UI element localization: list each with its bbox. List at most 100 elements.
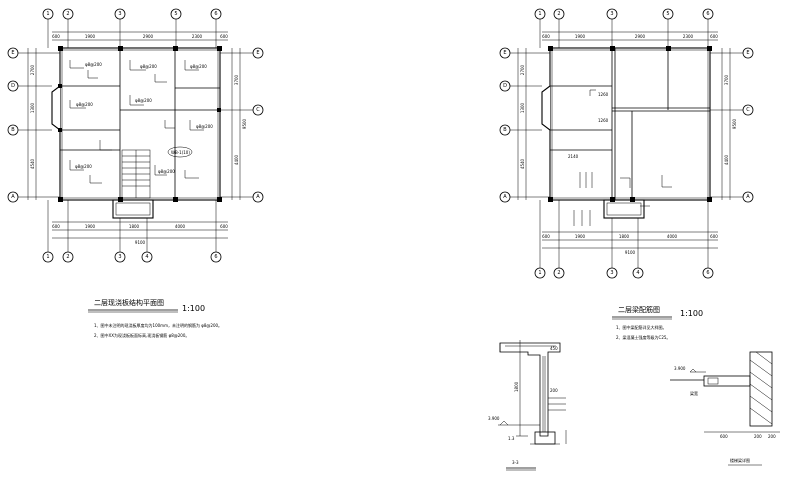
left-dim-top-4: 2300 [192, 34, 203, 39]
right-dim-left-1: 2700 [520, 64, 525, 75]
right-dim-left-3: 4540 [520, 158, 525, 169]
section-elev: 3.900 [488, 416, 500, 421]
right-axis-top-1: 1 [538, 11, 541, 17]
right-axis-bot-4: 4 [636, 270, 639, 276]
left-dim-left-1: 2700 [30, 64, 35, 75]
left-dim-top-2: 1900 [85, 34, 96, 39]
section-label: 3-3 [512, 460, 519, 465]
right-axis-right-3: A [746, 194, 750, 200]
right-label-2: 2140 [568, 154, 579, 159]
left-dim-left-3: 4540 [30, 158, 35, 169]
right-axis-bot-3: 3 [610, 270, 613, 276]
right-dim-bot-5: 600 [710, 234, 718, 239]
right-plan-note-2: 2、梁混凝土强度等级为C25。 [616, 334, 670, 340]
right-dim-top-2: 1900 [575, 34, 586, 39]
svg-text:φ8@200: φ8@200 [196, 124, 213, 129]
left-axis-top-4: 5 [174, 11, 177, 17]
left-dim-bot-5: 600 [220, 224, 228, 229]
right-dim-right-2: 9500 [732, 118, 737, 129]
section-mark-1: 1800 [514, 381, 519, 392]
svg-text:φ8@200: φ8@200 [85, 62, 102, 67]
left-dim-right-1: 3700 [234, 74, 239, 85]
section-mark-3: 200 [550, 388, 558, 393]
left-axis-right-3: A [256, 194, 260, 200]
left-axis-top-3: 3 [118, 11, 121, 17]
left-axis-top-5: 6 [214, 11, 217, 17]
right-axis-bot-2: 2 [557, 270, 560, 276]
right-dim-bot-3: 1800 [619, 234, 630, 239]
left-plan-note-2: 2、图中XX为现浇板板面标高,现浇板钢筋 φ8@200。 [94, 332, 189, 338]
right-dim-top-4: 2300 [683, 34, 694, 39]
right-floor-plan: 1260 2140 1260 600 1900 2900 2300 600 60… [499, 8, 754, 340]
right-bay-window [541, 85, 551, 131]
left-axis-top-1: 1 [46, 11, 49, 17]
left-axis-right-2: C [256, 107, 260, 113]
right-dim-left-2: 1300 [520, 102, 525, 113]
right-dim-bot-2: 1900 [575, 234, 586, 239]
left-plan-scale: 1:100 [182, 304, 205, 313]
left-axis-top-2: 2 [66, 11, 69, 17]
right-porch [603, 199, 645, 219]
stair-caption: 楼梯梁详图 [730, 457, 750, 463]
right-axis-left-3: B [503, 127, 507, 133]
left-axis-left-2: D [11, 83, 15, 89]
left-axis-bot-2: 2 [66, 254, 69, 260]
right-axis-top-5: 6 [706, 11, 709, 17]
left-dim-left-2: 1300 [30, 102, 35, 113]
right-axis-left-1: E [503, 50, 506, 56]
left-dim-bot-3: 1800 [129, 224, 140, 229]
left-axis-bot-1: 1 [46, 254, 49, 260]
left-dim-right-2: 9500 [242, 118, 247, 129]
left-dim-total: 9100 [135, 240, 146, 245]
svg-text:φ8@200: φ8@200 [75, 164, 92, 169]
left-dim-top-1: 600 [52, 34, 60, 39]
left-dim-bot-4: 4000 [175, 224, 186, 229]
left-room-tag-ellipse [167, 146, 193, 158]
left-rebar-labels: φ8@200 φ8@200 φ8@200 φ8@200 φ8@200 φ8@200 φ… [75, 62, 213, 174]
right-dim-right-1: 3700 [724, 74, 729, 85]
left-axis-left-1: E [11, 50, 14, 56]
left-dim-right-3: 4400 [234, 154, 239, 165]
stair-dim-2: 200 [754, 434, 762, 439]
left-axis-bot-3: 3 [118, 254, 121, 260]
left-axis-bot-4: 4 [145, 254, 148, 260]
right-axis-top-3: 3 [610, 11, 613, 17]
right-axis-right-1: E [746, 50, 749, 56]
right-axis-top-2: 2 [557, 11, 560, 17]
right-axis-bot-5: 6 [706, 270, 709, 276]
right-dim-top-3: 2900 [635, 34, 646, 39]
right-axis-top-4: 5 [666, 11, 669, 17]
stair-mark: 梁宽 [690, 390, 698, 396]
left-dim-top-3: 2900 [143, 34, 154, 39]
left-plan-note-1: 1、图中未注明的现浇板厚度均为100mm，未注明的钢筋为 φ8@200。 [94, 322, 222, 328]
left-floor-plan: φ8@200 φ8@200 φ8@200 φ8@200 φ8@200 φ8@200 φ… [7, 8, 264, 338]
section-mark-4: 1.3 [508, 436, 515, 441]
svg-text:φ8@200: φ8@200 [76, 102, 93, 107]
right-axis-bot-1: 1 [538, 270, 541, 276]
right-plan-scale: 1:100 [680, 309, 703, 318]
right-plan-note-1: 1、图中梁配筋详见大样图。 [616, 324, 667, 330]
right-beam-annotations: 1260 2140 1260 [568, 92, 609, 159]
left-outer-walls [59, 47, 221, 201]
left-bay-window [51, 85, 61, 131]
stair-dim-1: 600 [720, 434, 728, 439]
svg-text:φ8@200: φ8@200 [190, 64, 207, 69]
section-detail: 3.900 1800 450 200 1.3 3-3 [488, 340, 567, 471]
left-plan-title: 二层现浇板结构平面图 [94, 298, 164, 307]
right-plan-title: 二层梁配筋图 [618, 305, 660, 314]
right-axis-left-4: A [503, 194, 507, 200]
right-axis-right-2: C [746, 107, 750, 113]
right-dim-bot-4: 4000 [667, 234, 678, 239]
svg-text:φ8@200: φ8@200 [140, 64, 157, 69]
right-dim-top-5: 600 [710, 34, 718, 39]
left-dim-bot-1: 600 [52, 224, 60, 229]
left-room-tag: WB-1(10) [171, 150, 190, 155]
right-dim-top-1: 600 [542, 34, 550, 39]
stair-beam-detail: 3.900 梁宽 600 200 200 楼梯梁详图 [670, 351, 780, 466]
right-dim-right-3: 4400 [724, 154, 729, 165]
svg-text:φ8@200: φ8@200 [158, 169, 175, 174]
right-label-1: 1260 [598, 92, 609, 97]
section-mark-2: 450 [550, 346, 558, 351]
left-axis-right-1: E [256, 50, 259, 56]
